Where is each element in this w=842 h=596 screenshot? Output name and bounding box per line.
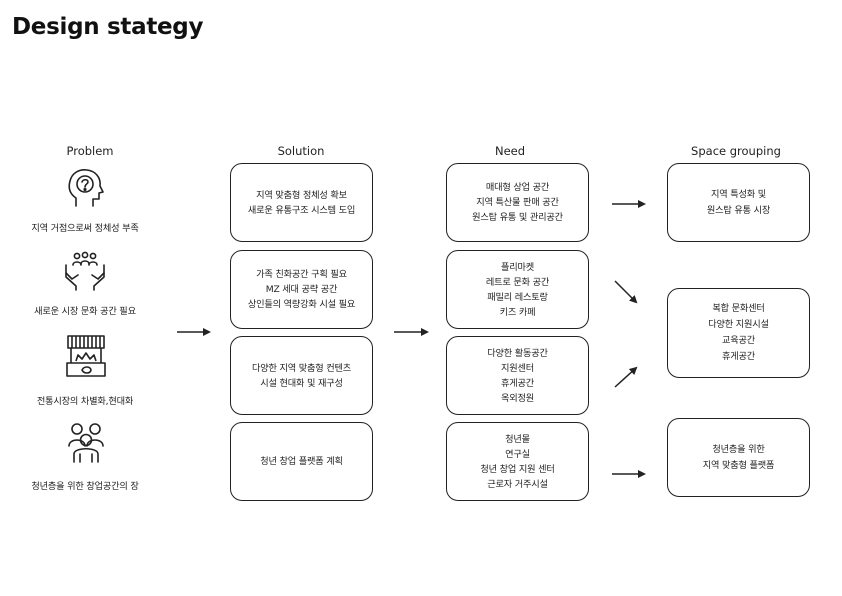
solution-box: 가족 친화공간 구획 필요 MZ 세대 공략 공간 상인들의 역량강화 시설 필… <box>230 250 373 329</box>
space-group-line: 복합 문화센터 <box>712 303 765 314</box>
solution-line: 상인들의 역량강화 시설 필요 <box>247 299 356 310</box>
need-line: 플리마켓 <box>500 261 534 273</box>
need-line: 청년 창업 지원 센터 <box>480 463 555 475</box>
space-group-box: 청년층을 위한 지역 맞춤형 플랫폼 <box>667 418 810 497</box>
space-group-line: 원스탑 유통 시장 <box>706 204 771 216</box>
need-line: 옥외정원 <box>500 392 534 404</box>
page-title: Design stategy <box>12 14 204 40</box>
problem-label: 전통시장의 차별화,현대화 <box>36 396 134 407</box>
need-line: 휴게공간 <box>500 377 534 389</box>
solution-box: 청년 창업 플랫폼 계획 <box>230 422 373 501</box>
arrow-need-to-space-3 <box>614 366 638 388</box>
people-group-icon <box>68 423 104 463</box>
need-line: 근로자 거주시설 <box>487 478 548 490</box>
space-group-line: 다양한 지원시설 <box>708 319 769 330</box>
solution-line: 가족 친화공간 구획 필요 <box>256 269 347 280</box>
need-line: 연구실 <box>505 448 530 460</box>
need-box: 다양한 활동공간 지원센터 휴게공간 옥외정원 <box>446 336 589 415</box>
space-group-box: 지역 특성화 및 원스탑 유통 시장 <box>667 163 810 242</box>
need-line: 원스탑 유통 및 관리공간 <box>472 212 563 223</box>
column-header-problem: Problem <box>66 144 114 158</box>
need-line: 지원센터 <box>500 362 534 374</box>
solution-line: 청년 창업 플랫폼 계획 <box>260 456 343 467</box>
need-box: 매대형 상업 공간 지역 특산물 판매 공간 원스탑 유통 및 관리공간 <box>446 163 589 242</box>
need-box: 플리마켓 레트로 문화 공간 패밀리 레스토랑 키즈 카페 <box>446 250 589 329</box>
need-line: 패밀리 레스토랑 <box>487 291 548 303</box>
hands-community-icon <box>65 251 105 291</box>
column-header-solution: Solution <box>277 144 325 158</box>
space-group-line: 지역 특성화 및 <box>711 188 766 200</box>
solution-line: 시설 현대화 및 재구성 <box>260 377 343 389</box>
need-line: 지역 특산물 판매 공간 <box>476 197 559 208</box>
problem-label: 지역 거점으로써 정체성 부족 <box>31 223 139 234</box>
market-stall-icon <box>66 335 106 377</box>
space-group-line: 지역 맞춤형 플랫폼 <box>702 459 775 471</box>
solution-line: 지역 맞춤형 정체성 확보 <box>256 189 347 201</box>
need-line: 키즈 카페 <box>499 306 536 318</box>
need-line: 매대형 상업 공간 <box>485 182 550 193</box>
space-group-line: 교육공간 <box>721 335 755 346</box>
arrow-need-to-space-2 <box>614 280 638 304</box>
solution-line: 새로운 유통구조 시스템 도입 <box>247 204 356 216</box>
need-line: 레트로 문화 공간 <box>485 276 550 288</box>
solution-box: 다양한 지역 맞춤형 컨텐츠 시설 현대화 및 재구성 <box>230 336 373 415</box>
column-header-space-grouping: Space grouping <box>691 144 781 158</box>
space-group-box: 복합 문화센터 다양한 지원시설 교육공간 휴게공간 <box>667 288 810 378</box>
space-group-line: 청년층을 위한 <box>712 443 765 455</box>
solution-box: 지역 맞춤형 정체성 확보 새로운 유통구조 시스템 도입 <box>230 163 373 242</box>
problem-label: 청년층을 위한 창업공간의 장 <box>31 481 139 492</box>
problem-label: 새로운 시장 문화 공간 필요 <box>34 306 136 317</box>
need-line: 청년몰 <box>505 433 530 445</box>
space-group-line: 휴게공간 <box>721 351 755 362</box>
head-brain-icon <box>68 169 104 207</box>
need-line: 다양한 활동공간 <box>487 347 548 359</box>
need-box: 청년몰 연구실 청년 창업 지원 센터 근로자 거주시설 <box>446 422 589 501</box>
solution-line: 다양한 지역 맞춤형 컨텐츠 <box>252 362 351 374</box>
solution-line: MZ 세대 공략 공간 <box>265 284 338 295</box>
column-header-need: Need <box>494 144 526 158</box>
